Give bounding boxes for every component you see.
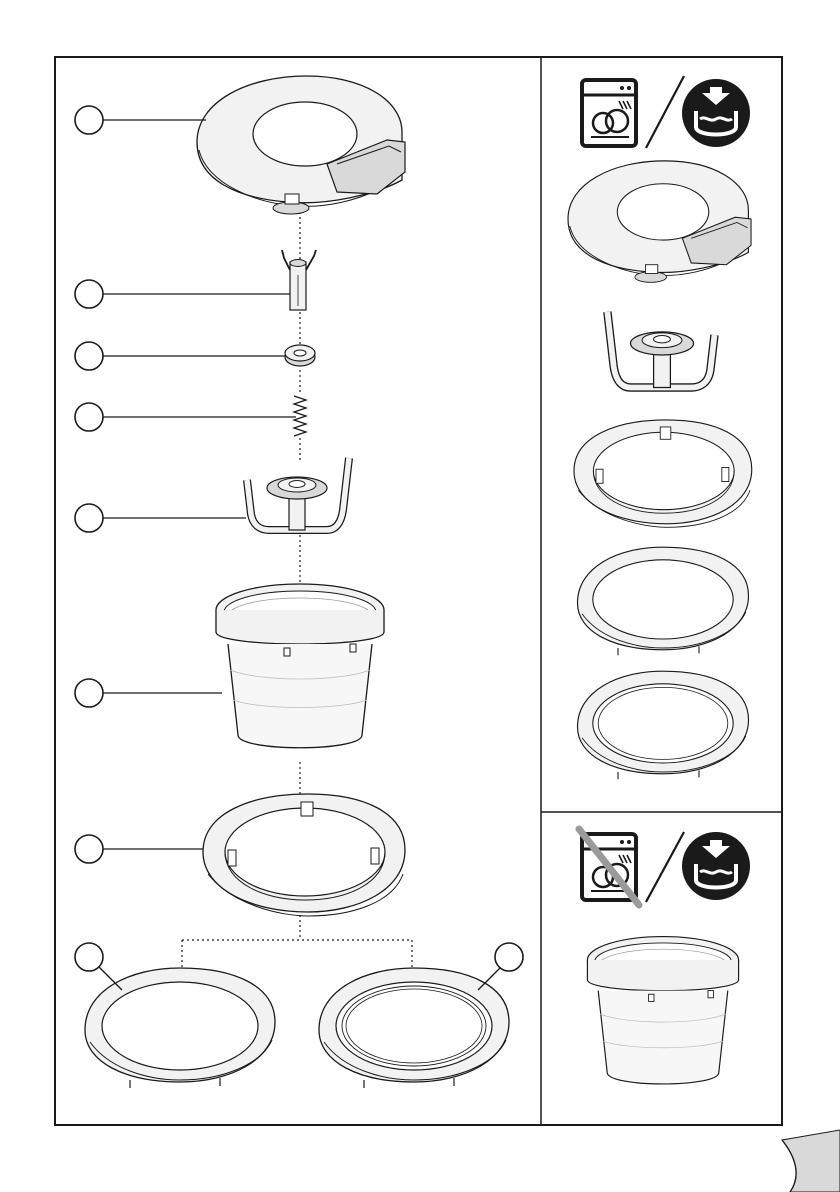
part-seal-ring-right	[319, 968, 509, 1088]
callout-bowl	[75, 679, 103, 707]
callout-bearing-nut	[75, 342, 103, 370]
page-curl-icon	[782, 1130, 840, 1192]
part-seal-ring-left	[85, 968, 275, 1088]
part-drive-shaft	[282, 250, 316, 310]
panel-part-bowl	[587, 937, 738, 1084]
part-lid	[197, 76, 405, 214]
dishwasher-safe-section	[568, 76, 752, 779]
callout-base	[75, 835, 103, 863]
dishwasher-crossed-icon	[579, 829, 639, 905]
or-slash	[646, 832, 684, 902]
or-slash	[646, 76, 684, 148]
part-bowl	[216, 584, 384, 748]
hand-wash-only-section	[579, 829, 750, 1084]
callout-seal-ring-right	[495, 943, 523, 971]
callout-spring	[75, 403, 103, 431]
part-base	[203, 794, 405, 916]
callout-seal-ring-left	[75, 943, 103, 971]
panel-part-seal-ring	[578, 547, 749, 655]
part-bearing-nut	[285, 345, 315, 366]
part-whisk-blade	[247, 458, 349, 530]
callout-drive-shaft	[75, 280, 103, 308]
panel-part-base	[574, 420, 752, 527]
panel-part-seal-ring-alt	[578, 671, 749, 779]
hand-wash-icon	[682, 79, 750, 147]
hand-wash-icon	[682, 832, 750, 900]
panel-part-whisk-blade	[607, 312, 714, 388]
callout-lid	[75, 106, 103, 134]
part-spring	[294, 396, 306, 436]
panel-part-lid	[568, 161, 751, 282]
callout-whisk-blade	[75, 504, 103, 532]
dishwasher-icon	[582, 80, 636, 146]
